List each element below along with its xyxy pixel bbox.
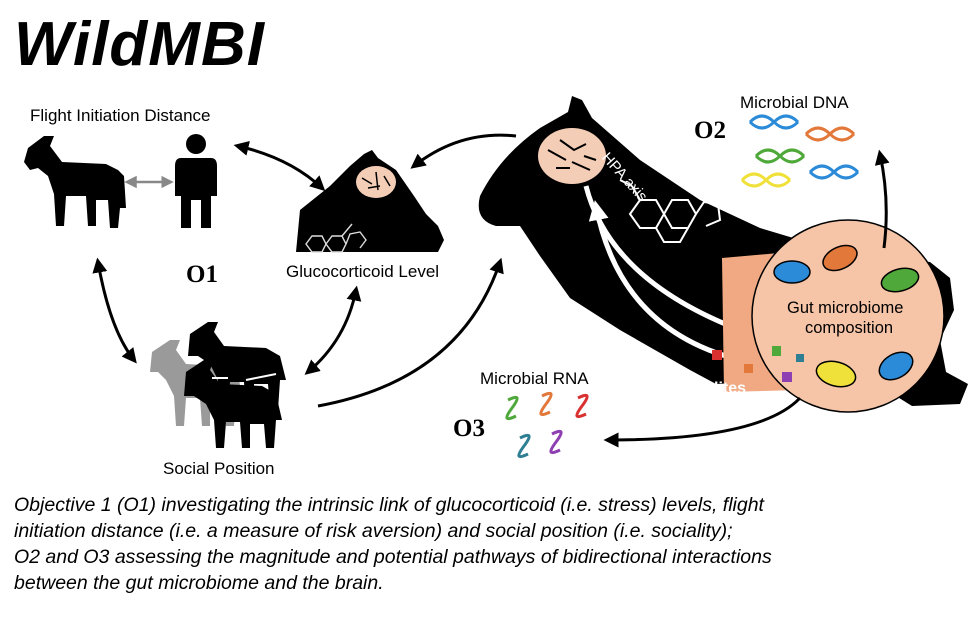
brain-icon <box>538 128 606 184</box>
dna-helix-icon <box>740 114 860 188</box>
bacteria-icon <box>773 244 920 388</box>
flight-initiation-distance-label: Flight Initiation Distance <box>30 106 211 125</box>
objective-o3-label: O3 <box>453 415 485 442</box>
brain-folds <box>547 139 597 171</box>
hpa-arrow-up <box>588 200 741 363</box>
metabolite-markers <box>712 346 804 382</box>
social-position-label: Social Position <box>163 459 275 478</box>
person-icon <box>175 134 217 228</box>
objective-o1-label: O1 <box>186 261 218 288</box>
caption: Objective 1 (O1) investigating the intri… <box>14 492 969 596</box>
objective-o2-label: O2 <box>694 117 726 144</box>
gut-microbiome-label-line1: Gut microbiome <box>787 299 904 317</box>
caption-line: Objective 1 (O1) investigating the intri… <box>14 494 764 516</box>
rna-strand-icon <box>505 391 589 459</box>
caption-line: initiation distance (i.e. a measure of r… <box>14 520 733 542</box>
horse-head-icon <box>296 150 444 253</box>
horse-group-icon <box>150 322 286 448</box>
relation-arrows <box>92 133 890 448</box>
microbial-dna-label: Microbial DNA <box>740 93 849 112</box>
brain-icon <box>356 166 396 198</box>
glucocorticoid-level-label: Glucocorticoid Level <box>286 262 440 281</box>
page-title: WildMBI <box>14 10 265 79</box>
steroid-molecule-icon <box>619 179 722 243</box>
gut-microbiome-label-line2: composition <box>805 319 894 337</box>
horse-icon <box>24 136 126 228</box>
microbial-rna-label: Microbial RNA <box>480 369 589 388</box>
caption-line: between the gut microbiome and the brain… <box>14 572 384 594</box>
metabolites-label: Metabolites <box>658 380 747 397</box>
caption-line: O2 and O3 assessing the magnitude and po… <box>14 546 772 568</box>
steroid-molecule-icon <box>305 223 367 253</box>
